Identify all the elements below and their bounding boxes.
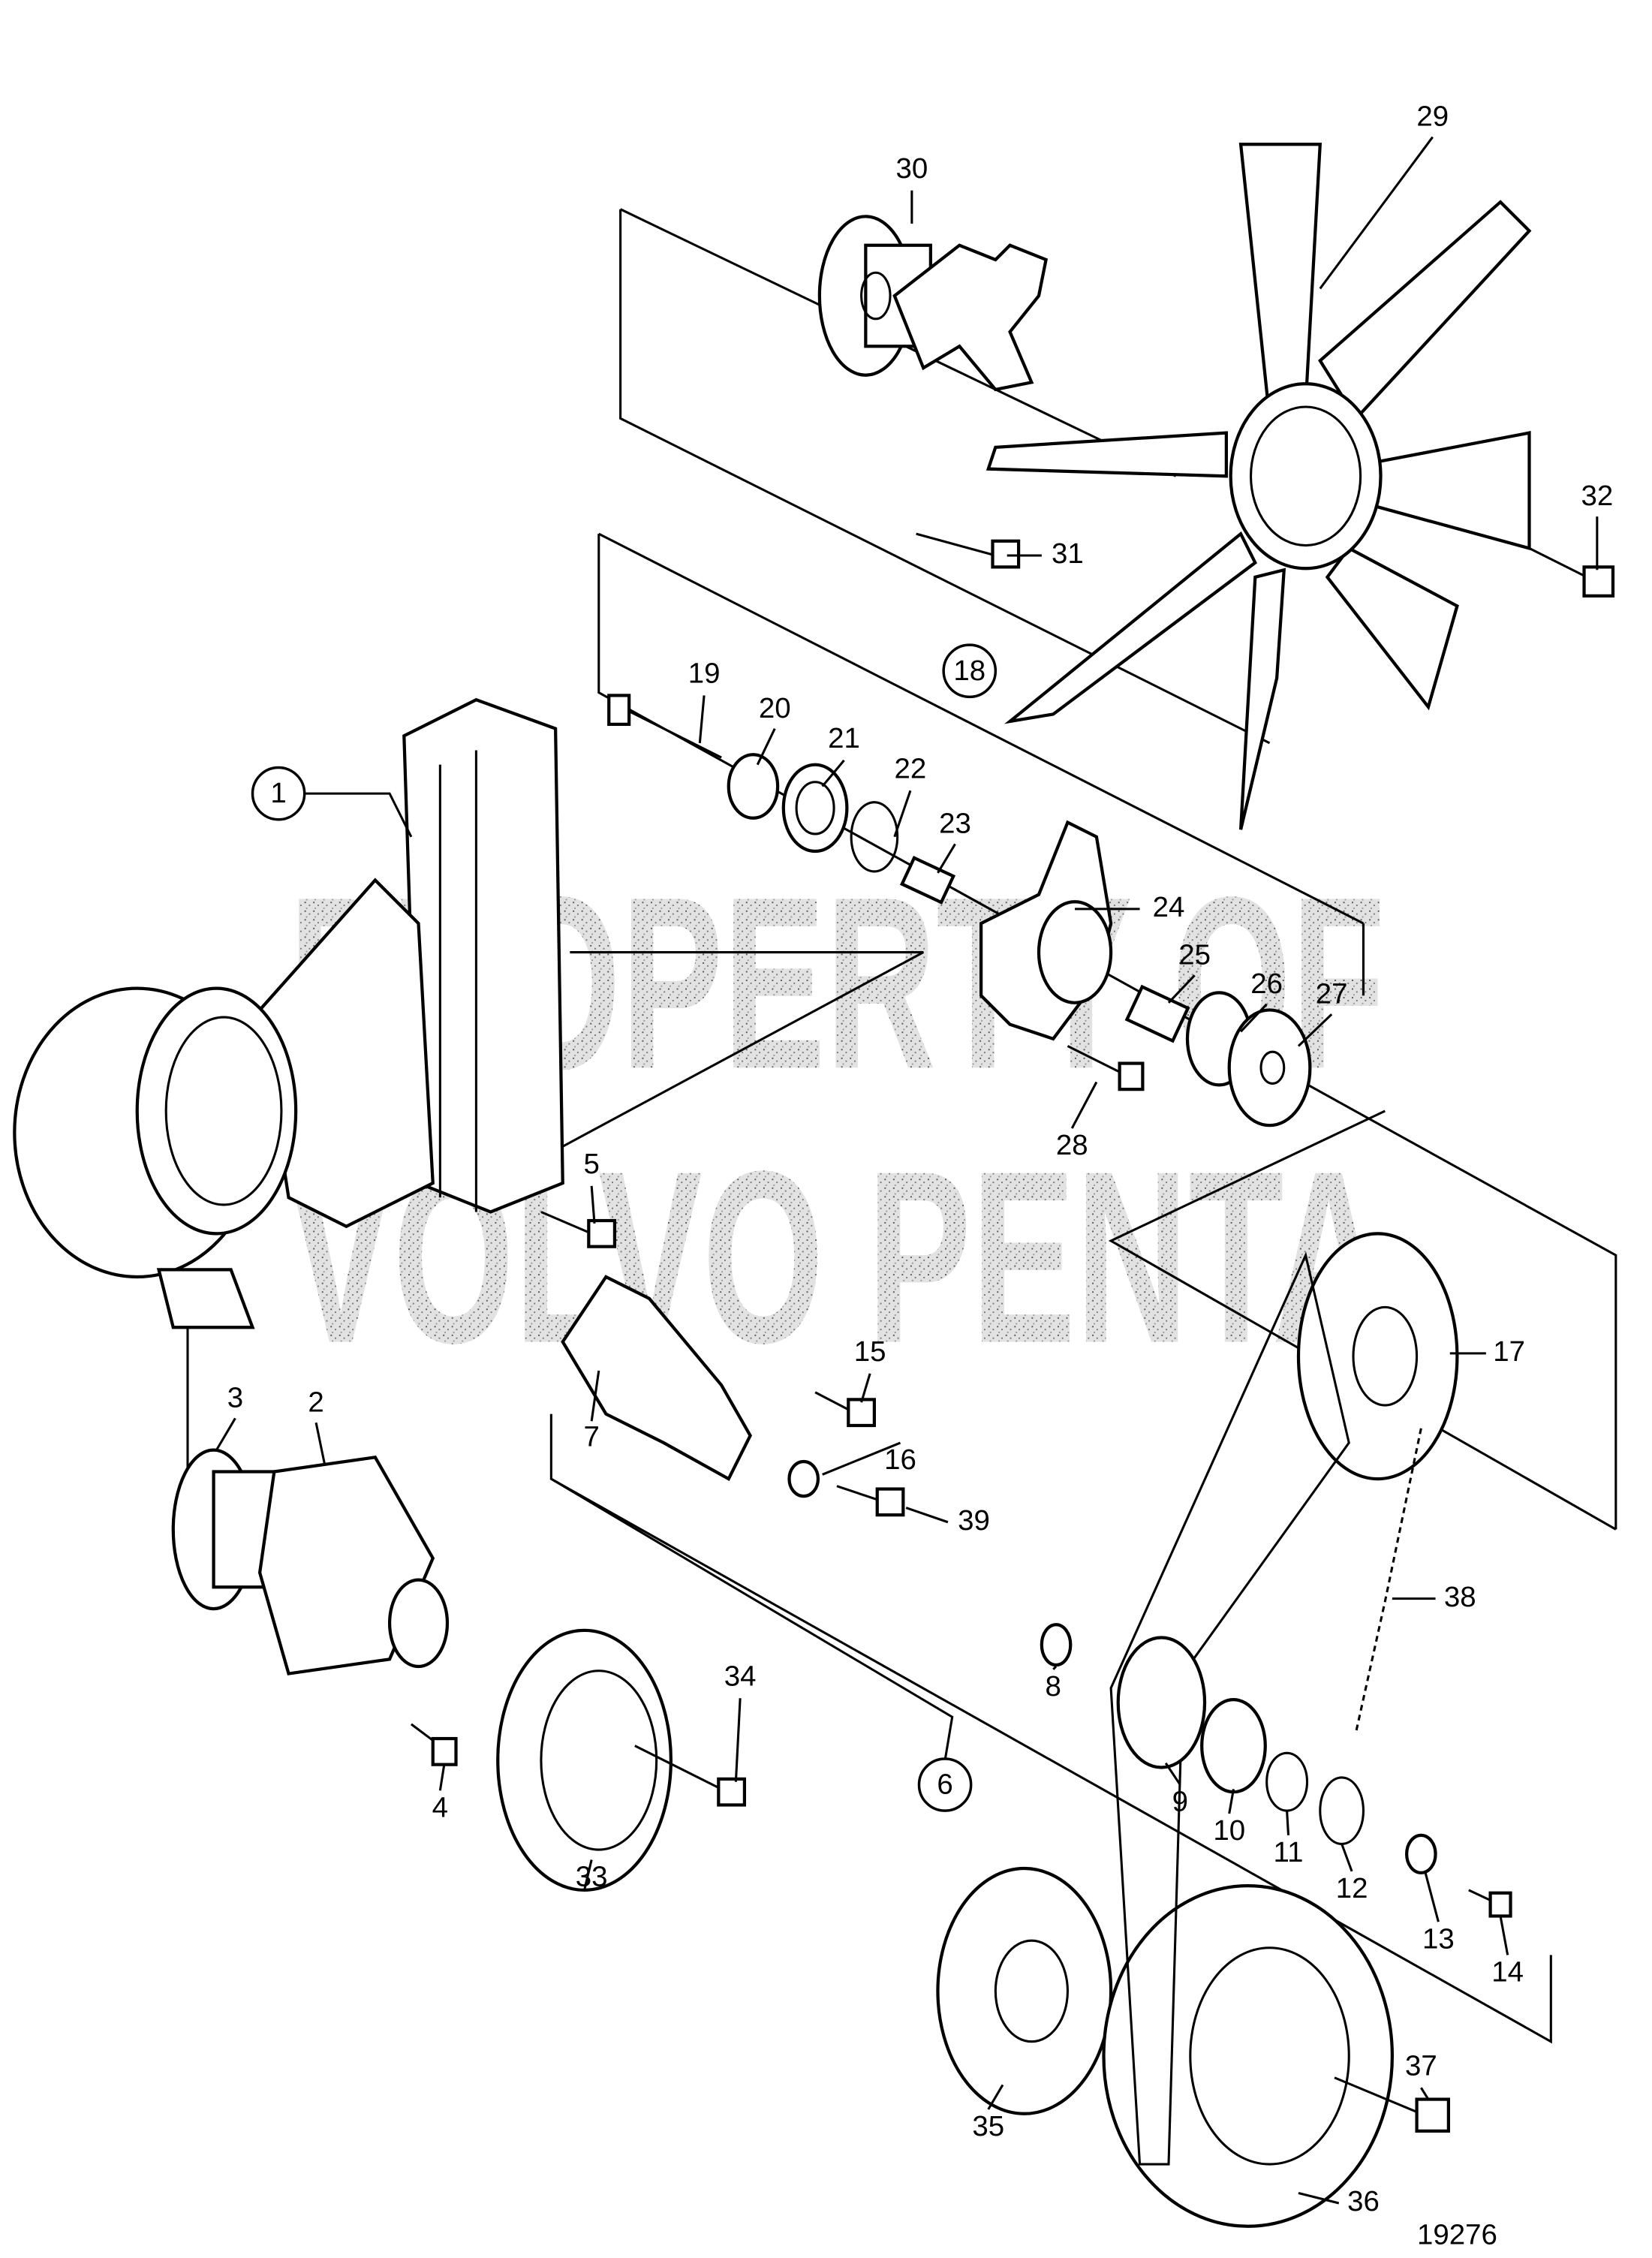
callout-1: 1 [270, 777, 286, 809]
belt-and-bearings [1040, 1251, 1512, 2166]
label-25: 25 [1178, 938, 1211, 971]
label-22: 22 [895, 753, 927, 785]
label-36: 36 [1347, 2185, 1380, 2217]
label-35: 35 [972, 2110, 1004, 2142]
part-labels: 2 3 4 5 7 8 9 10 11 12 13 14 15 16 17 19… [227, 101, 1613, 2217]
label-28: 28 [1056, 1129, 1088, 1161]
label-31: 31 [1052, 537, 1084, 570]
label-21: 21 [828, 722, 860, 754]
label-3: 3 [227, 1382, 243, 1414]
label-29: 29 [1416, 101, 1449, 133]
label-30: 30 [895, 152, 928, 185]
idler-assembly [607, 694, 1312, 1127]
label-33: 33 [576, 1861, 608, 1893]
label-37: 37 [1405, 2049, 1437, 2082]
label-34: 34 [724, 1660, 757, 1692]
label-39: 39 [958, 1504, 990, 1537]
bolts-upper [916, 532, 1615, 598]
label-5: 5 [583, 1148, 599, 1180]
fan [985, 143, 1532, 830]
label-24: 24 [1153, 891, 1185, 923]
bolts-middle [540, 1211, 905, 1517]
label-10: 10 [1213, 1814, 1245, 1847]
label-8: 8 [1046, 1670, 1061, 1703]
water-pump [171, 1448, 458, 1766]
mounting-bracket [13, 697, 564, 1329]
label-16: 16 [884, 1444, 916, 1476]
label-38: 38 [1444, 1581, 1476, 1613]
label-11: 11 [1274, 1836, 1304, 1868]
label-19: 19 [688, 658, 721, 690]
label-13: 13 [1422, 1922, 1455, 1955]
label-7: 7 [583, 1420, 599, 1453]
label-12: 12 [1336, 1872, 1368, 1904]
label-23: 23 [939, 808, 971, 840]
label-9: 9 [1172, 1786, 1188, 1818]
circled-labels: 1 18 6 [251, 643, 998, 1812]
label-26: 26 [1250, 968, 1283, 1000]
label-14: 14 [1491, 1956, 1524, 1989]
callout-6: 6 [937, 1769, 952, 1801]
figure-number: 19276 [1417, 2218, 1497, 2250]
callout-18: 18 [953, 655, 985, 687]
pulleys [496, 1232, 1459, 2228]
label-17: 17 [1493, 1335, 1525, 1368]
label-4: 4 [432, 1791, 448, 1823]
label-27: 27 [1316, 977, 1348, 1010]
leader-lines [215, 136, 1599, 2205]
label-15: 15 [854, 1335, 886, 1368]
label-2: 2 [308, 1386, 323, 1418]
label-32: 32 [1581, 480, 1613, 512]
fan-hub [817, 215, 1049, 392]
label-20: 20 [759, 692, 791, 724]
